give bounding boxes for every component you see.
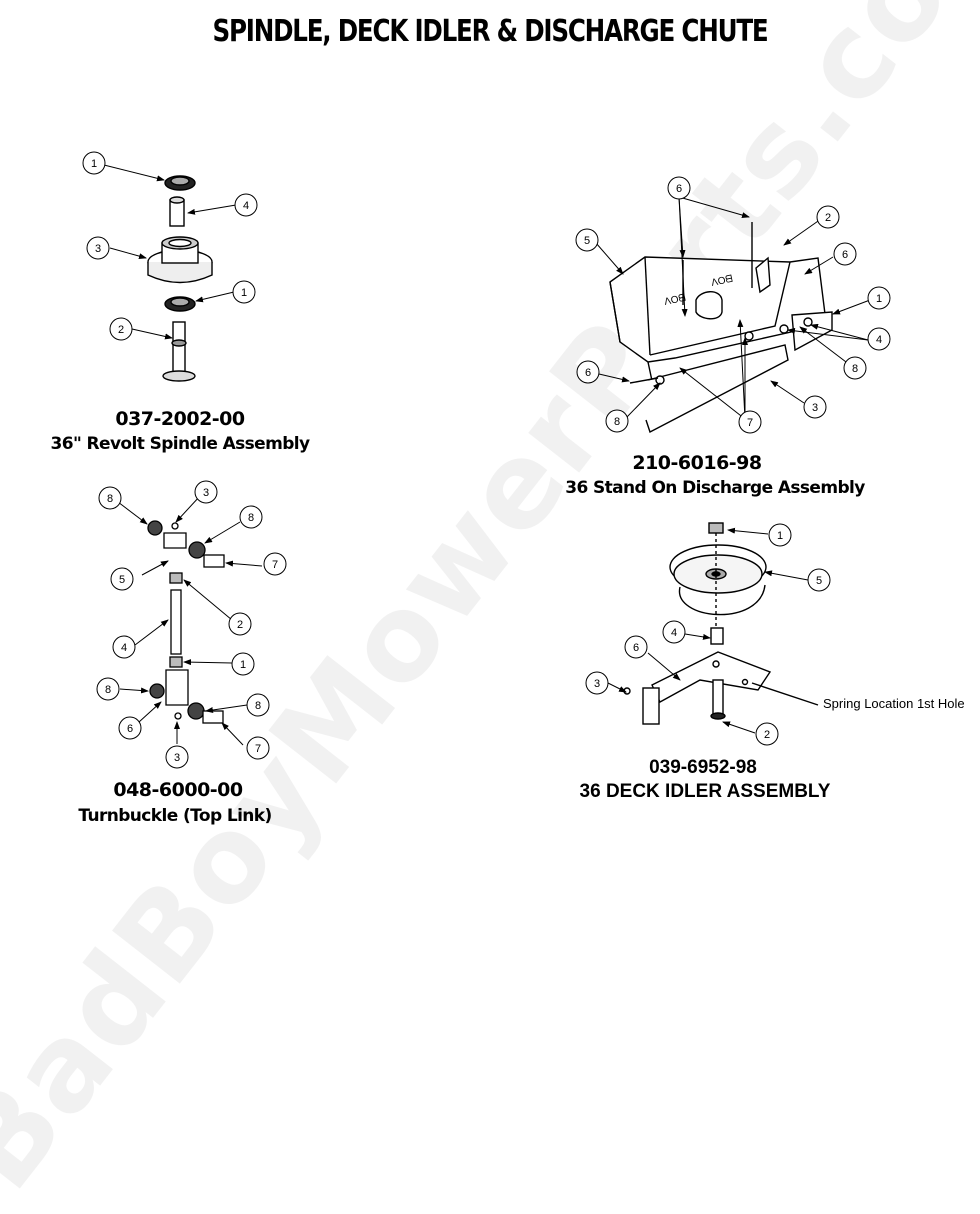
page-title: SPINDLE, DECK IDLER & DISCHARGE CHUTE (212, 14, 769, 49)
svg-text:4: 4 (121, 642, 127, 654)
svg-text:8: 8 (248, 512, 254, 524)
discharge-drawing: ɅOᗺ ɅOᗺ (609, 222, 833, 434)
idler-bubbles: 1 5 4 6 3 2 (585, 523, 831, 746)
svg-text:2: 2 (118, 324, 124, 336)
svg-text:8: 8 (614, 416, 620, 428)
svg-text:8: 8 (852, 363, 858, 375)
turnbuckle-assembly-name: Turnbuckle (Top Link) (78, 806, 272, 826)
svg-text:6: 6 (633, 642, 639, 654)
turnbuckle-callouts (117, 495, 263, 746)
svg-text:6: 6 (676, 183, 682, 195)
svg-text:5: 5 (119, 574, 125, 586)
svg-text:6: 6 (127, 723, 133, 735)
svg-text:6: 6 (585, 367, 591, 379)
svg-text:5: 5 (584, 235, 590, 247)
svg-text:4: 4 (876, 334, 882, 346)
svg-text:1: 1 (240, 659, 246, 671)
svg-text:7: 7 (255, 743, 261, 755)
svg-text:3: 3 (174, 752, 180, 764)
svg-text:8: 8 (105, 684, 111, 696)
svg-text:6: 6 (842, 249, 848, 261)
callout-1: 1 (91, 158, 97, 170)
svg-text:8: 8 (255, 700, 261, 712)
svg-text:4: 4 (671, 627, 677, 639)
svg-text:ɅOᗺ: ɅOᗺ (663, 293, 687, 308)
spring-location-label: Spring Location 1st Hole (823, 696, 965, 711)
svg-text:2: 2 (825, 212, 831, 224)
svg-text:4: 4 (243, 200, 249, 212)
svg-text:3: 3 (812, 402, 818, 414)
turnbuckle-bubbles: 8 3 8 5 7 2 4 1 8 8 6 3 7 (96, 480, 287, 769)
svg-text:7: 7 (747, 417, 753, 429)
parts-diagram: ɅOᗺ ɅOᗺ (82, 151, 891, 769)
idler-assembly-name: 36 DECK IDLER ASSEMBLY (579, 781, 831, 802)
callout-bubbles: 1 4 3 1 2 6 2 5 6 1 4 8 6 8 7 3 8 3 8 5 … (82, 151, 891, 769)
svg-text:2: 2 (237, 619, 243, 631)
discharge-callouts (595, 196, 871, 420)
idler-part-number: 039-6952-98 (649, 757, 757, 778)
svg-text:7: 7 (272, 559, 278, 571)
discharge-bubbles: 6 2 5 6 1 4 8 6 8 7 3 (575, 176, 891, 434)
svg-text:8: 8 (107, 493, 113, 505)
svg-text:1: 1 (777, 530, 783, 542)
svg-text:1: 1 (876, 293, 882, 305)
discharge-part-number: 210-6016-98 (632, 452, 762, 474)
turnbuckle-part-number: 048-6000-00 (113, 779, 243, 801)
svg-text:1: 1 (241, 287, 247, 299)
discharge-assembly-name: 36 Stand On Discharge Assembly (565, 478, 865, 498)
idler-callouts (607, 527, 809, 734)
svg-text:3: 3 (594, 678, 600, 690)
svg-text:3: 3 (203, 487, 209, 499)
spindle-part-number: 037-2002-00 (115, 408, 245, 430)
spindle-callouts (103, 164, 237, 340)
svg-text:5: 5 (816, 575, 822, 587)
idler-drawing (623, 522, 819, 725)
svg-text:3: 3 (95, 243, 101, 255)
spindle-bubbles: 1 4 3 1 2 (82, 151, 258, 341)
spindle-drawing (147, 175, 213, 382)
turnbuckle-drawing (147, 520, 225, 724)
svg-text:ɅOᗺ: ɅOᗺ (710, 274, 734, 289)
spindle-assembly-name: 36" Revolt Spindle Assembly (50, 434, 311, 454)
svg-text:2: 2 (764, 729, 770, 741)
